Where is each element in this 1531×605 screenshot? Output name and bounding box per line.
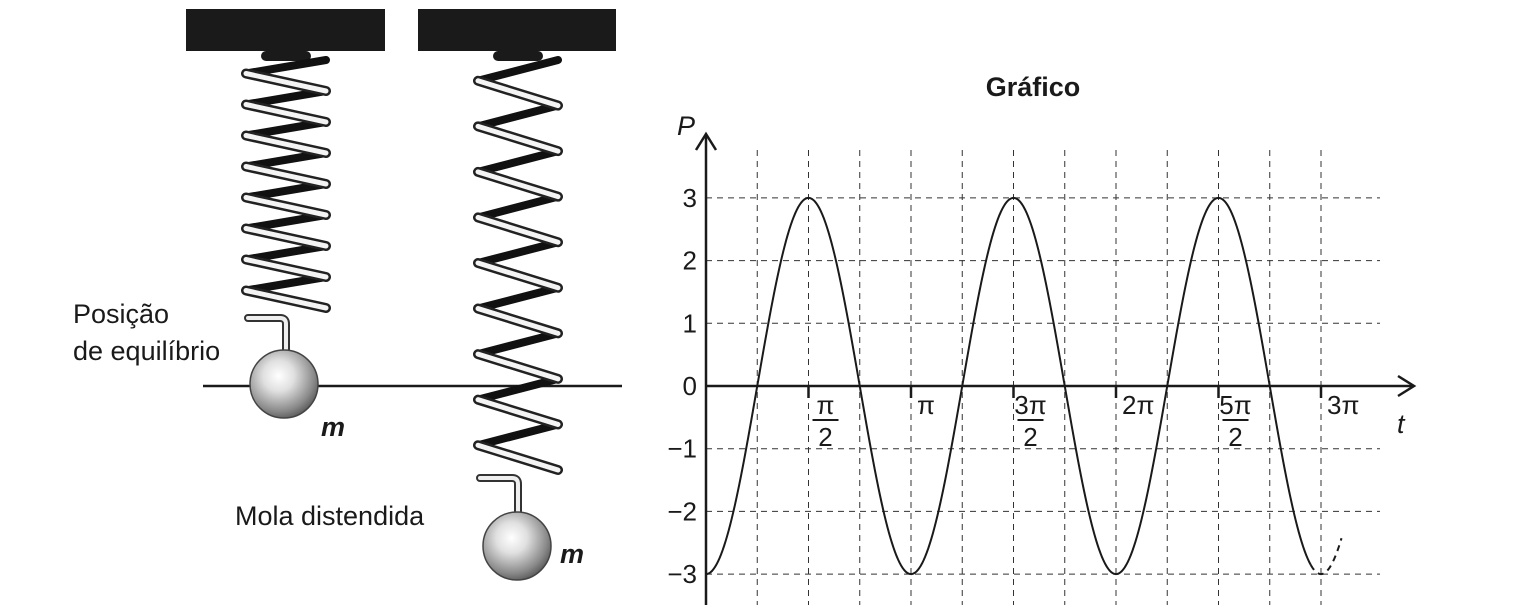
y-tick-label: 1 [683,308,697,338]
stretched-label: Mola distendida [235,501,425,531]
y-tick-label: −3 [667,559,697,589]
graph-title: Gráfico [986,72,1081,102]
y-tick-label: 2 [683,246,697,276]
x-tick-denominator: 2 [1228,422,1242,452]
x-tick-label: π [917,390,935,420]
grid [706,150,1380,605]
y-tick-label: −1 [667,434,697,464]
curve-group [705,196,1343,576]
y-axis-label: P [677,111,695,141]
equilibrium-label-line2: de equilíbrio [73,336,220,366]
x-tick-denominator: 2 [818,422,832,452]
x-tick-numerator: 3π [1014,390,1046,420]
ceiling-right [418,9,616,51]
curve-dashed-extension [1309,537,1343,576]
axes [694,131,1417,605]
y-tick-label: 3 [683,183,697,213]
mass-label-right: m [560,539,584,569]
y-tick-label: −2 [667,496,697,526]
x-axis-arrow [1397,374,1417,398]
x-tick-denominator: 2 [1023,422,1037,452]
mass-label-left: m [321,412,345,442]
y-axis-arrow [694,131,718,151]
spring-stretched [473,51,563,475]
mass-ball-right [482,511,552,581]
mass-ball-left [249,349,319,419]
ceiling-left [186,9,385,51]
spring-diagram: Posição de equilíbrio m Mola distendida … [73,9,622,581]
x-axis-label: t [1397,409,1406,439]
x-tick-label: 2π [1122,390,1154,420]
equilibrium-label-line1: Posição [73,299,169,329]
y-tick-label: 0 [683,371,697,401]
x-tick-label: 3π [1327,390,1359,420]
spring-equilibrium [241,51,331,313]
x-tick-numerator: 5π [1219,390,1251,420]
x-tick-numerator: π [817,390,835,420]
curve-solid [705,196,1312,576]
